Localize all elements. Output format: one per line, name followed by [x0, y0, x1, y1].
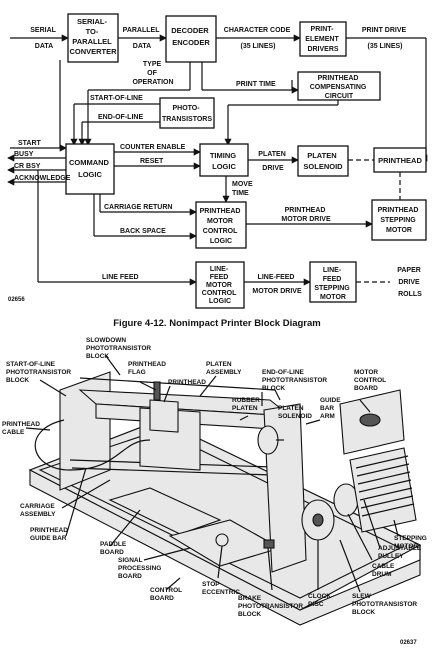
acknowledge-label: ACKNOWLEDGE [14, 175, 71, 182]
slowdown-phototransistor-label: SLOWDOWN PHOTOTRANSISTOR BLOCK [86, 337, 153, 360]
move-time-label: MOVE TIME [232, 181, 255, 197]
brake-phototransistor-block [264, 540, 274, 548]
guide-bar-arm-label: GUIDE BAR ARM [320, 397, 342, 420]
stepping-motor-body [350, 448, 416, 532]
print-time-label: PRINT TIME [236, 81, 276, 88]
mechanism-figure-number: 02637 [400, 640, 417, 646]
reset-label: RESET [140, 158, 164, 165]
platen-assembly-label: PLATEN ASSEMBLY [206, 361, 242, 376]
signal-processing-board-label: SIGNAL PROCESSING BOARD [118, 557, 163, 580]
end-of-line-label: END-OF-LINE [98, 114, 143, 121]
type-of-operation-label: TYPE OF OPERATION [132, 61, 173, 86]
printhead-flag [154, 382, 160, 400]
slew-phototransistor-label: SLEW PHOTOTRANSISTOR BLOCK [352, 593, 419, 616]
platen-solenoid-mechanism-label: PLATEN SOLENOID [278, 405, 312, 420]
carriage-return-label: CARRIAGE RETURN [104, 204, 172, 211]
printhead-mechanism-label: PRINTHEAD [168, 379, 206, 386]
printhead-label: PRINTHEAD [378, 156, 422, 165]
line-feed-label: LINE FEED [102, 274, 139, 281]
start-of-line-label: START-OF-LINE [90, 95, 143, 102]
platen-drive-label: PLATEN DRIVE [258, 151, 287, 172]
stepping-motor-mechanism-label: STEPPING MOTOR [394, 535, 429, 550]
timing-logic-box [200, 144, 248, 176]
paper-drive-rolls-label: PAPER DRIVE ROLLS [397, 267, 423, 298]
printhead-guide-bar-label: PRINTHEAD GUIDE BAR [30, 527, 70, 542]
block-diagram-boxes [66, 14, 426, 308]
back-space-label: BACK SPACE [120, 228, 166, 235]
busy-label: BUSY [14, 151, 34, 158]
figure-caption: Figure 4-12. Nonimpact Printer Block Dia… [113, 318, 320, 329]
photo-transistors-box [160, 98, 214, 128]
block-diagram-figure-number: 02656 [8, 297, 25, 303]
printhead-motor-drive-label: PRINTHEAD MOTOR DRIVE [281, 207, 331, 223]
platen-solenoid [258, 426, 278, 454]
paddle-board-label: PADDLE BOARD [100, 541, 128, 556]
command-logic-box [66, 144, 114, 194]
start-label: START [18, 140, 42, 147]
cr-bsy-label: CR BSY [14, 163, 41, 170]
printhead-flag-label: PRINTHEAD FLAG [128, 361, 168, 376]
motor-control-board-label: MOTOR CONTROL BOARD [354, 369, 388, 392]
printhead-block [150, 400, 178, 432]
end-of-line-phototransistor-label: END-OF-LINE PHOTOTRANSISTOR BLOCK [262, 369, 329, 392]
carriage-assembly-label: CARRIAGE ASSEMBLY [20, 503, 56, 518]
counter-enable-label: COUNTER ENABLE [120, 144, 186, 151]
control-board-label: CONTROL BOARD [150, 587, 184, 602]
start-of-line-phototransistor-label: START-OF-LINE PHOTOTRANSISTOR BLOCK [6, 361, 73, 384]
print-element-drivers-label: PRINT- ELEMENT DRIVERS [305, 26, 340, 53]
printer-mechanism-drawing [30, 372, 420, 625]
line-feed-motor-drive-label: LINE-FEED MOTOR DRIVE [252, 274, 302, 295]
rubber-platen-label: RUBBER PLATEN [232, 397, 262, 412]
stop-eccentric [216, 534, 228, 546]
